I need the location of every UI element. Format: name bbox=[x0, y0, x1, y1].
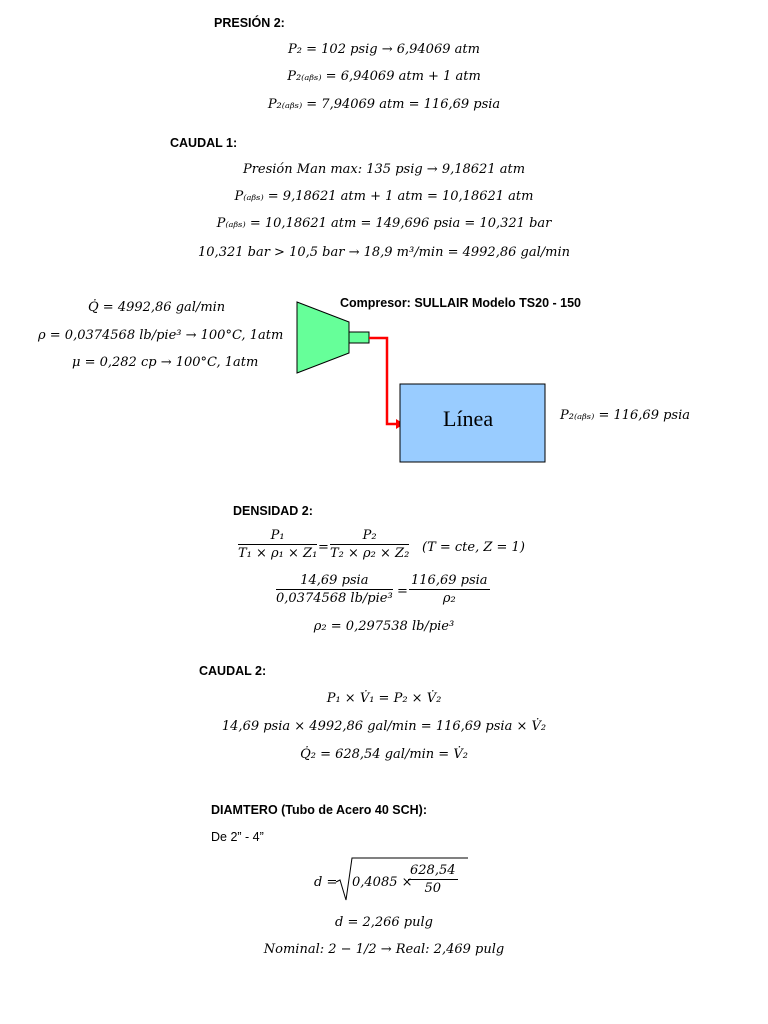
density-frac-2: P₂ T₂ × ρ₂ × Z₂ bbox=[330, 528, 410, 561]
diameter-coefficient: 0,4085 × bbox=[352, 875, 413, 890]
diameter-frac-num: 628,54 bbox=[408, 863, 458, 880]
caudal1-eq-3: P₍ₐᵦₛ₎ = 10,18621 atm = 149,696 psia = 1… bbox=[216, 216, 552, 231]
equals-sign: = bbox=[318, 540, 329, 555]
diameter-frac-den: 50 bbox=[424, 881, 442, 896]
density-condition: (T = cte, Z = 1) bbox=[422, 540, 525, 555]
diameter-range: De 2” - 4” bbox=[211, 830, 264, 844]
density-frac-2-num: P₂ bbox=[330, 528, 410, 545]
density-frac-2-den: T₂ × ρ₂ × Z₂ bbox=[330, 546, 410, 561]
presion2-eq-1: P₂ = 102 psig → 6,94069 atm bbox=[288, 42, 480, 57]
line-pressure: P₂₍ₐᵦₛ₎ = 116,69 psia bbox=[560, 408, 691, 423]
caudal2-heading: CAUDAL 2: bbox=[199, 664, 267, 678]
caudal2-eq-3: Q̇₂ = 628,54 gal/min = V̇₂ bbox=[300, 747, 468, 762]
density-frac-1-den: T₁ × ρ₁ × Z₁ bbox=[238, 546, 318, 561]
viscosity-property: μ = 0,282 cp → 100°C, 1atm bbox=[72, 355, 259, 370]
line-box bbox=[399, 383, 546, 463]
density-property: ρ = 0,0374568 lb/pie³ → 100°C, 1atm bbox=[38, 328, 284, 343]
caudal1-heading: CAUDAL 1: bbox=[170, 136, 238, 150]
caudal1-eq-1: Presión Man max: 135 psig → 9,18621 atm bbox=[242, 162, 526, 177]
pipe-line bbox=[369, 336, 396, 426]
density-frac-4-den: ρ₂ bbox=[442, 591, 456, 606]
density-frac-3-den: 0,0374568 lb/pie³ bbox=[276, 591, 393, 606]
diameter-result: d = 2,266 pulg bbox=[334, 915, 433, 930]
density-frac-4-num: 116,69 psia bbox=[409, 573, 490, 590]
compressor-title: Compresor: SULLAIR Modelo TS20 - 150 bbox=[340, 296, 582, 310]
caudal1-eq-2: P₍ₐᵦₛ₎ = 9,18621 atm + 1 atm = 10,18621 … bbox=[234, 189, 534, 204]
equals-sign: = bbox=[397, 584, 408, 599]
caudal1-eq-4: 10,321 bar > 10,5 bar → 18,9 m³/min = 49… bbox=[198, 245, 570, 260]
diameter-label: d = bbox=[314, 875, 338, 890]
presion2-heading: PRESIÓN 2: bbox=[214, 16, 285, 30]
diametro-heading: DIAMTERO (Tubo de Acero 40 SCH): bbox=[211, 803, 427, 817]
densidad2-heading: DENSIDAD 2: bbox=[233, 504, 313, 518]
diameter-nominal: Nominal: 2 − 1/2 → Real: 2,469 pulg bbox=[263, 942, 505, 957]
caudal2-eq-2: 14,69 psia × 4992,86 gal/min = 116,69 ps… bbox=[221, 719, 547, 734]
density-frac-1: P₁ T₁ × ρ₁ × Z₁ bbox=[238, 528, 318, 561]
diameter-fraction: 628,54 50 bbox=[408, 863, 458, 896]
density-frac-3: 14,69 psia 0,0374568 lb/pie³ bbox=[276, 573, 393, 606]
flow-property: Q̇ = 4992,86 gal/min bbox=[88, 300, 226, 315]
density-frac-4: 116,69 psia ρ₂ bbox=[409, 573, 490, 606]
density-result: ρ₂ = 0,297538 lb/pie³ bbox=[313, 619, 455, 634]
density-frac-1-num: P₁ bbox=[238, 528, 318, 545]
compressor-shape bbox=[296, 301, 350, 374]
caudal2-eq-1: P₁ × V̇₁ = P₂ × V̇₂ bbox=[326, 691, 442, 706]
density-frac-3-num: 14,69 psia bbox=[276, 573, 393, 590]
presion2-eq-2: P₂₍ₐᵦₛ₎ = 6,94069 atm + 1 atm bbox=[287, 69, 481, 84]
line-box-label: Línea bbox=[443, 406, 494, 431]
presion2-eq-3: P₂₍ₐᵦₛ₎ = 7,94069 atm = 116,69 psia bbox=[267, 97, 501, 112]
